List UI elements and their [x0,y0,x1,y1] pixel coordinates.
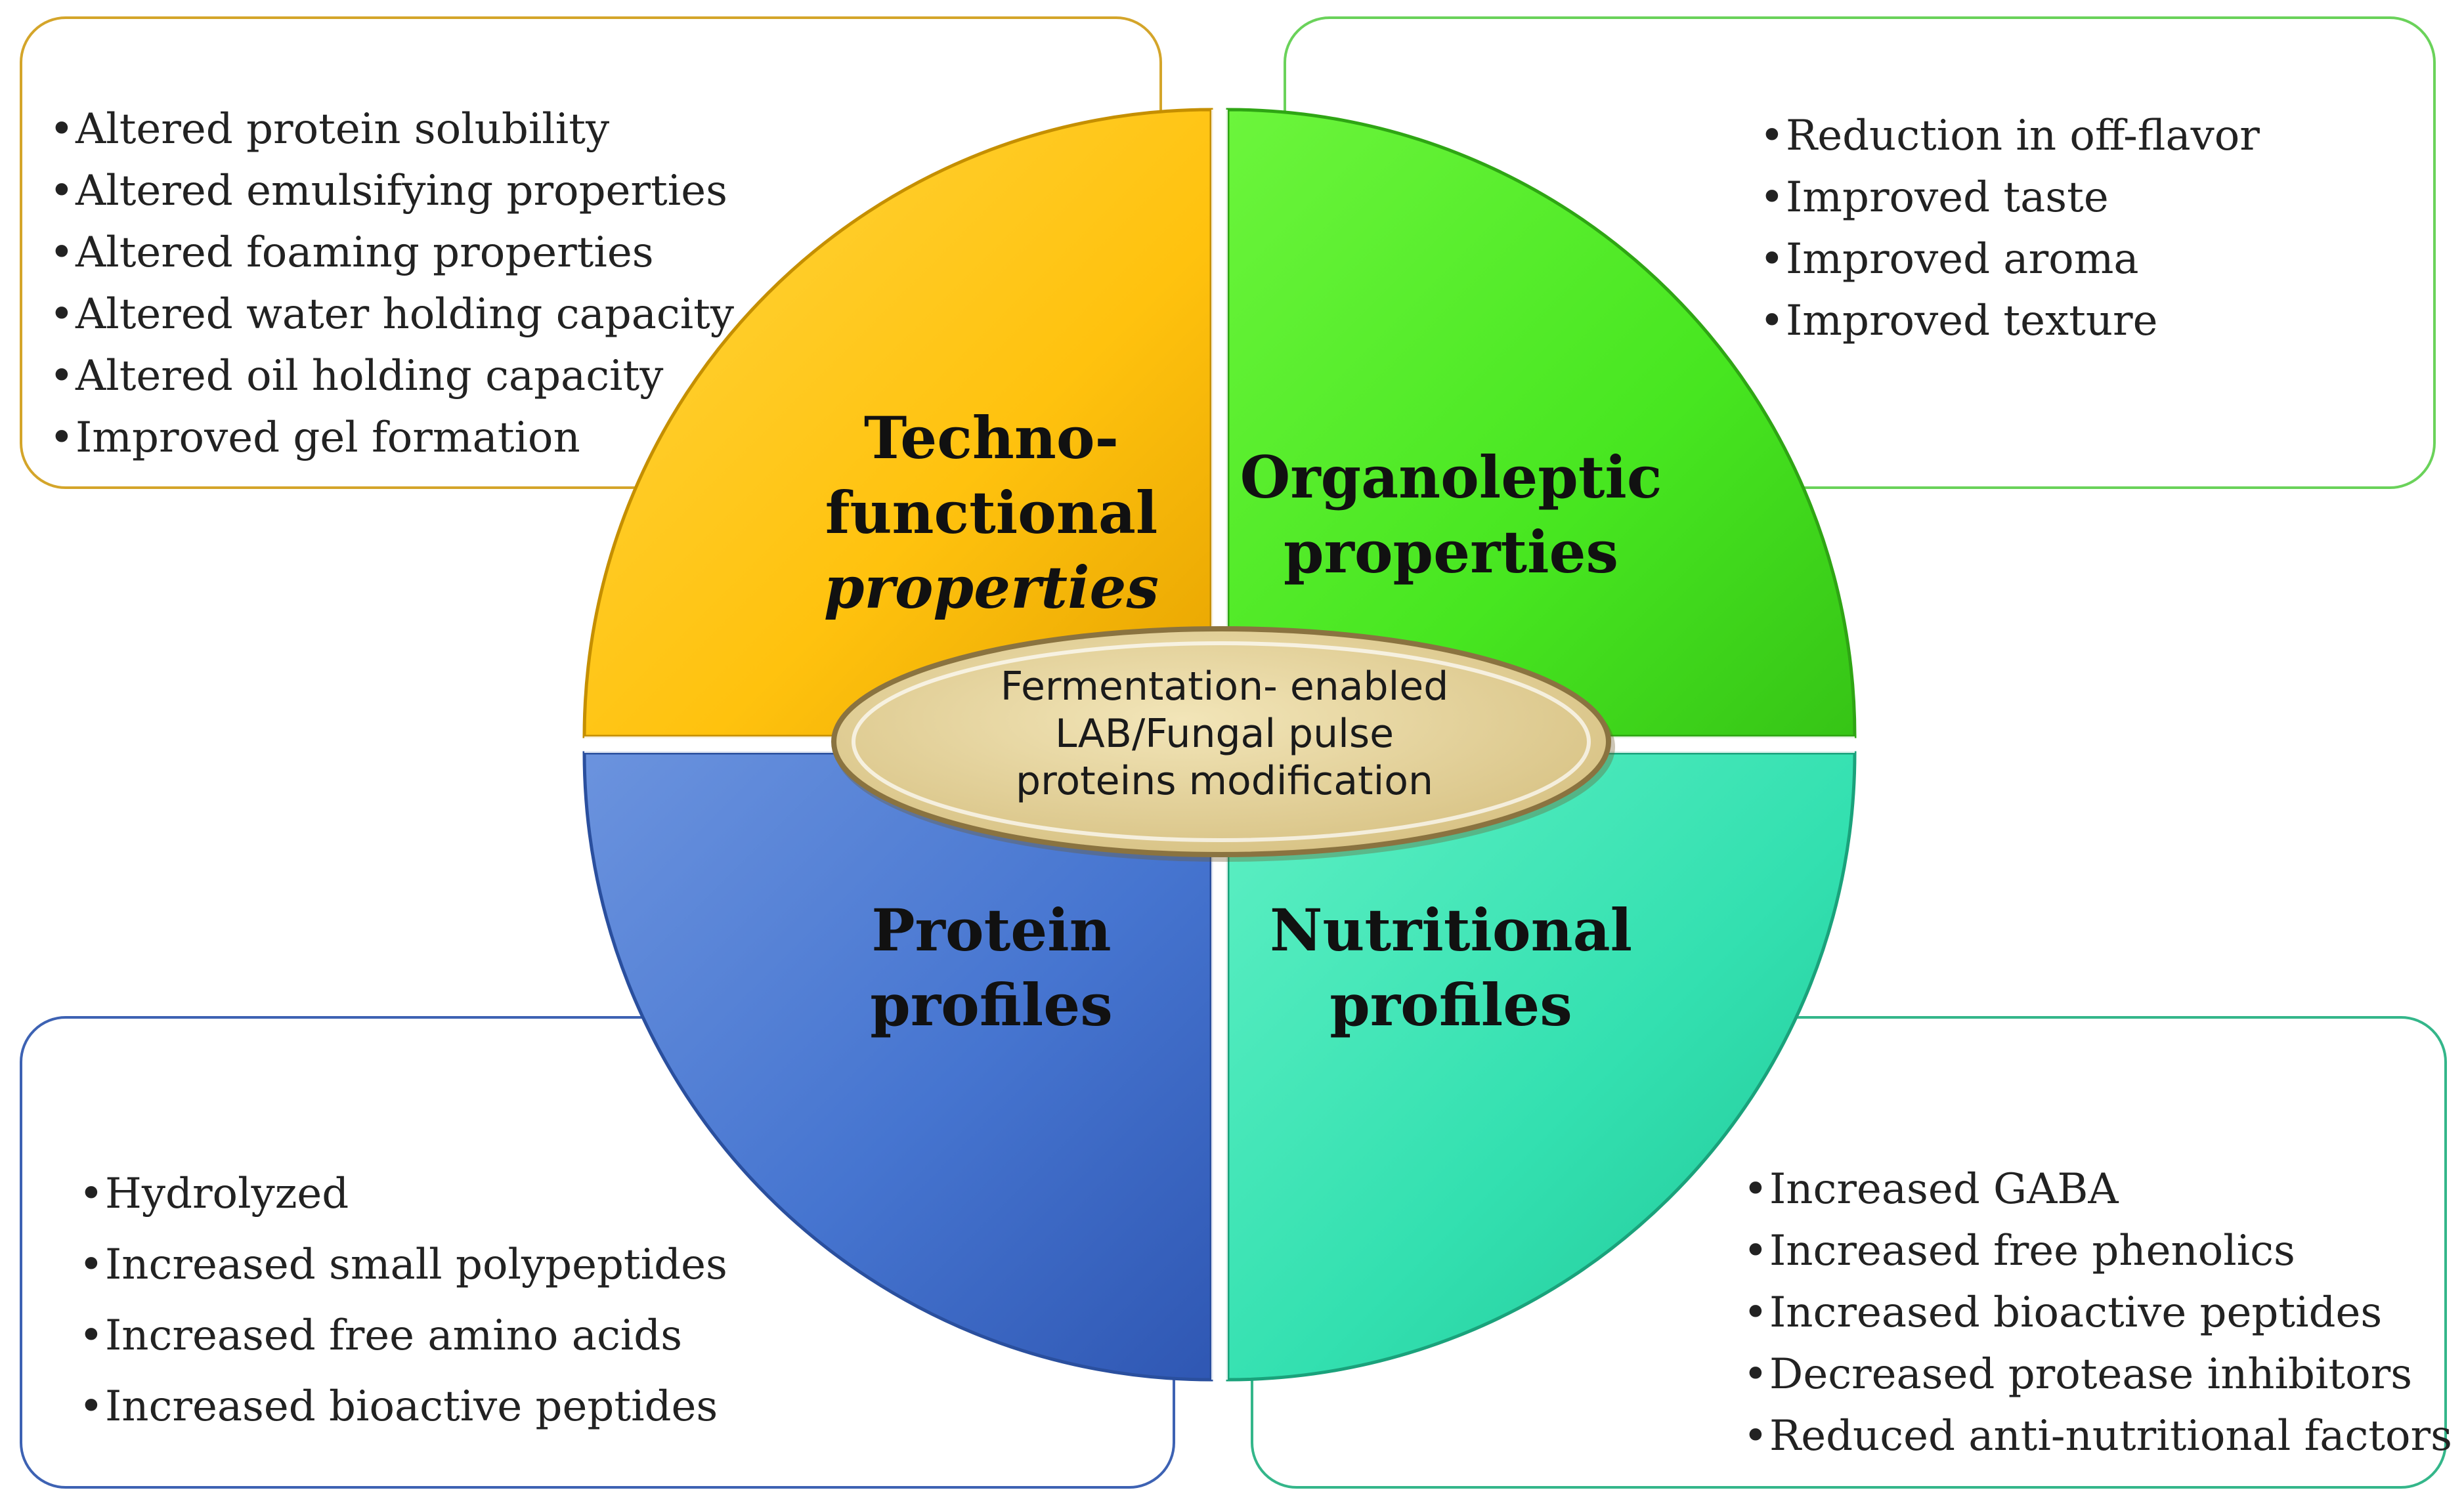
center-ellipse [831,626,1611,857]
list-item: Decreased protease inhibitors [1743,1344,2452,1405]
list-item: Altered protein solubility [49,98,734,160]
list-item: Reduction in off-flavor [1760,105,2260,167]
title-line: profiles [870,971,1113,1039]
center-label: Fermentation- enabled LAB/Fungal pulse p… [896,663,1553,805]
list-item: Increased bioactive peptides [1743,1282,2452,1344]
center-line: Fermentation- enabled [1000,664,1449,710]
title-line: Organoleptic [1240,443,1662,511]
center-line: proteins modification [1015,758,1433,804]
organoleptic-list: Reduction in off-flavor Improved taste I… [1760,105,2260,352]
list-item: Increased small polypeptides [79,1229,727,1300]
protein-profiles-list: Hydrolyzed Increased small polypeptides … [79,1158,727,1442]
list-item: Reduced anti-nutritional factors [1743,1405,2452,1467]
list-item: Altered oil holding capacity [49,345,734,407]
list-item: Improved aroma [1760,228,2260,290]
list-item: Altered emulsifying properties [49,160,734,222]
title-line: properties [1283,518,1619,586]
list-item: Altered foaming properties [49,222,734,284]
protein-profiles-quadrant [582,751,1213,1382]
list-item: Improved taste [1760,167,2260,228]
list-item: Altered water holding capacity [49,284,734,345]
title-line: Techno- [863,404,1119,472]
list-item: Hydrolyzed [79,1158,727,1229]
list-item: Increased bioactive peptides [79,1371,727,1442]
title-line: profiles [1329,971,1572,1039]
title-line: Nutritional [1269,896,1633,964]
nutritional-profiles-quadrant [1226,751,1857,1382]
title-line: functional [825,478,1158,547]
title-line: Protein [871,896,1112,964]
center-line: LAB/Fungal pulse [1054,711,1394,757]
list-item: Increased GABA [1743,1158,2452,1220]
techno-functional-list: Altered protein solubility Altered emuls… [49,98,734,469]
organoleptic-quadrant [1226,108,1857,738]
protein-profiles-title: Protein profiles [775,893,1208,1042]
organoleptic-title: Organoleptic properties [1234,440,1668,589]
list-item: Improved gel formation [49,407,734,469]
techno-functional-quadrant [582,108,1213,738]
list-item: Improved texture [1760,290,2260,352]
title-line: properties [823,553,1159,622]
center-ellipse-rim [852,641,1591,842]
techno-functional-title: Techno- functional properties [775,400,1208,625]
nutritional-profiles-title: Nutritional profiles [1234,893,1668,1042]
nutritional-profiles-list: Increased GABA Increased free phenolics … [1743,1158,2452,1467]
list-item: Increased free phenolics [1743,1220,2452,1282]
list-item: Increased free amino acids [79,1300,727,1371]
